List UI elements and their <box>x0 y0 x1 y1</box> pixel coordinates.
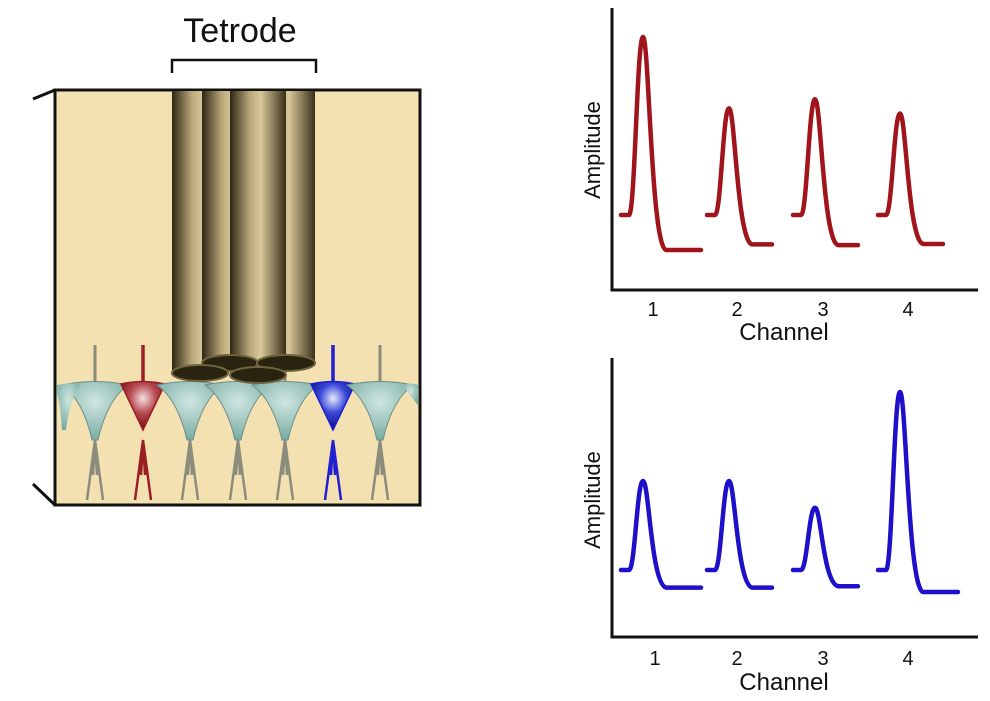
neuron <box>60 345 130 501</box>
plot-bottom-xlabel: Channel <box>739 669 828 696</box>
waveform-channel-2 <box>704 478 775 590</box>
neuron-edge-left <box>57 383 80 430</box>
plot-bottom-tick-3: 3 <box>817 648 828 670</box>
tissue-edge-top <box>32 88 56 101</box>
plot-top-tick-3: 3 <box>817 299 828 321</box>
waveform-plots <box>610 8 978 639</box>
waveform-plot-bottom <box>610 358 978 639</box>
plot-top-xlabel: Channel <box>739 319 828 346</box>
tissue-edge-bottom <box>31 482 57 507</box>
neuron-edge-right <box>403 383 418 405</box>
waveform-channel-4 <box>875 389 961 595</box>
waveform-channel-2 <box>704 105 775 247</box>
plot-top-tick-2: 2 <box>731 299 742 321</box>
plot-bottom-ylabel: Amplitude <box>580 451 605 549</box>
waveform-channel-1 <box>618 34 704 253</box>
waveform-plot-top <box>610 8 978 292</box>
plot-bottom-tick-4: 4 <box>902 648 913 670</box>
plot-axes <box>610 8 978 292</box>
waveform-channel-1 <box>618 478 704 590</box>
tetrode-label: Tetrode <box>183 12 296 50</box>
waveform-channel-3 <box>790 505 861 589</box>
plot-top-ylabel: Amplitude <box>580 101 605 199</box>
waveform-channel-4 <box>875 111 946 247</box>
electrode-wire-4 <box>230 91 286 375</box>
plot-bottom-tick-1: 1 <box>649 648 660 670</box>
neuron <box>345 345 415 501</box>
tetrode-electrode <box>171 91 316 384</box>
waveform-channel-3 <box>790 97 861 248</box>
plot-bottom-tick-2: 2 <box>731 648 742 670</box>
plot-top-tick-4: 4 <box>902 299 913 321</box>
plot-axes <box>610 358 978 639</box>
tetrode-bracket <box>170 58 318 73</box>
neuron-layer <box>57 345 418 501</box>
plot-top-tick-1: 1 <box>647 299 658 321</box>
